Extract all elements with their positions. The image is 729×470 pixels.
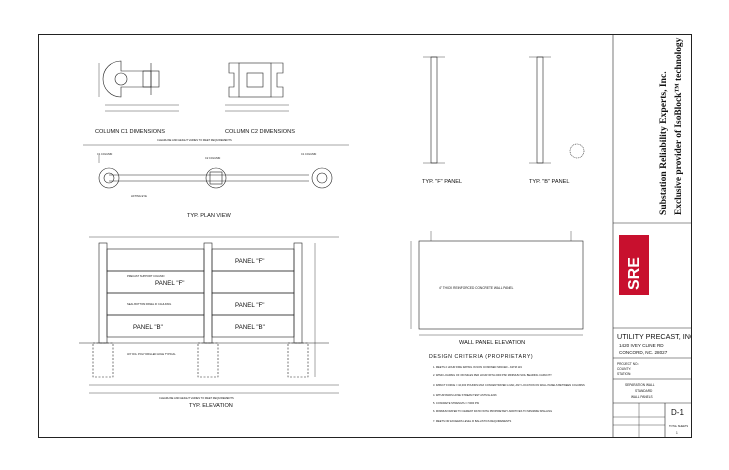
company-name: Substation Reliability Experts, Inc.	[658, 71, 669, 215]
precaster-address-1: 1420 IVEY CLINE RD	[619, 343, 664, 348]
column-c1-detail	[98, 60, 179, 112]
seal-note: SEAL BOTTOM PANEL IF CAULKING	[127, 302, 171, 306]
sheet-number: D-1	[671, 408, 684, 417]
plan-dim-note: CLEARLINE AND HEIGHT VARIES TO MEET REQU…	[157, 138, 232, 142]
criteria-item-5: 5. CONCRETE STRENGTH = 5000 PSI	[433, 401, 479, 405]
elevation-title: TYP. ELEVATION	[189, 403, 233, 409]
panel-f-label: PANEL "F"	[235, 258, 265, 265]
drawing-title-2: STANDARD	[635, 389, 653, 393]
plan-view	[83, 144, 349, 189]
drawing-title-3: WALL PANELS	[631, 395, 653, 399]
criteria-item-4: 4. WITHSTANDS HOSE STREAM TEST ASTM E-22…	[433, 393, 497, 397]
plan-view-title: TYP. PLAN VIEW	[187, 213, 231, 219]
station-label: STATION:	[617, 372, 631, 376]
column-label-mid: C2 COLUMN	[205, 156, 220, 160]
title-block-frame	[612, 35, 691, 437]
precaster-address-2: CONCORD, NC. 28027	[619, 350, 668, 355]
panel-b-title: TYP. "B" PANEL	[529, 179, 569, 185]
column-c1-title: COLUMN C1 DIMENSIONS	[95, 129, 165, 135]
criteria-item-7: 7. MEETS OR EXCEEDS LEVEL III BALLISTICS…	[433, 419, 511, 423]
column-label-right: C1 COLUMN	[301, 152, 316, 156]
criteria-item-3: 3. IMPACT FORCE = 10,000 POUNDS MAX CONC…	[433, 383, 585, 387]
criteria-item-6: 6. MINIMUM WATER TO CEMENT RATIO WITH PR…	[433, 409, 552, 413]
sre-logo: SRE	[619, 235, 649, 295]
panel-f-title: TYP. "F" PANEL	[422, 179, 462, 185]
panel-sections	[423, 56, 585, 164]
county-label: COUNTY:	[617, 367, 631, 371]
total-sheets-value: 1	[676, 431, 678, 435]
design-criteria-heading: DESIGN CRITERIA (PROPRIETARY)	[429, 354, 533, 360]
total-sheets-label: TOTAL SHEETS	[669, 424, 688, 428]
wall-elevation-title: WALL PANEL ELEVATION	[459, 340, 525, 346]
drilled-hole-note: 3/4" DIA. POLY DRILLED HOLE TYPICAL	[127, 352, 176, 356]
company-tagline: Exclusive provider of IsoBlock™ technolo…	[674, 37, 684, 215]
wall-panel-note: 4" THICK REINFORCED CONCRETE WALL PANEL	[439, 286, 514, 290]
precaster-name: UTILITY PRECAST, INC.	[617, 332, 691, 341]
panel-f-label: PANEL "F"	[235, 302, 265, 309]
drawing-sheet: COLUMN C1 DIMENSIONS COLUMN C2 DIMENSION…	[38, 34, 692, 438]
column-c2-detail	[225, 62, 289, 112]
svg-text:SRE: SRE	[626, 257, 643, 290]
elevation-dim-note: CLEARLINE AND HEIGHT VARIES TO MEET REQU…	[159, 396, 234, 400]
panel-f-label: PANEL "F"	[155, 280, 185, 287]
typical-elevation	[79, 236, 339, 394]
column-c2-title: COLUMN C2 DIMENSIONS	[225, 129, 295, 135]
panel-b-label: PANEL "B"	[235, 324, 265, 331]
column-label-left: C1 COLUMN	[97, 152, 112, 156]
drawing-title-1: SEPARATION WALL	[625, 383, 655, 387]
panel-b-label: PANEL "B"	[133, 324, 163, 331]
project-no-label: PROJECT NO.:	[617, 362, 639, 366]
drawing-canvas: COLUMN C1 DIMENSIONS COLUMN C2 DIMENSION…	[79, 35, 691, 437]
criteria-item-2: 2. WIND LOADING OF 150 MILES PER HOUR WI…	[433, 373, 552, 377]
lifting-eye-note: LIFTING EYE	[131, 194, 147, 198]
wall-panel-elevation	[410, 231, 584, 336]
criteria-item-1: 1. MEETS 2 HOUR FIRE RATING IN NON CONFI…	[433, 365, 522, 369]
precast-column-note: PRECAST SUPPORT COLUMN	[127, 274, 164, 278]
